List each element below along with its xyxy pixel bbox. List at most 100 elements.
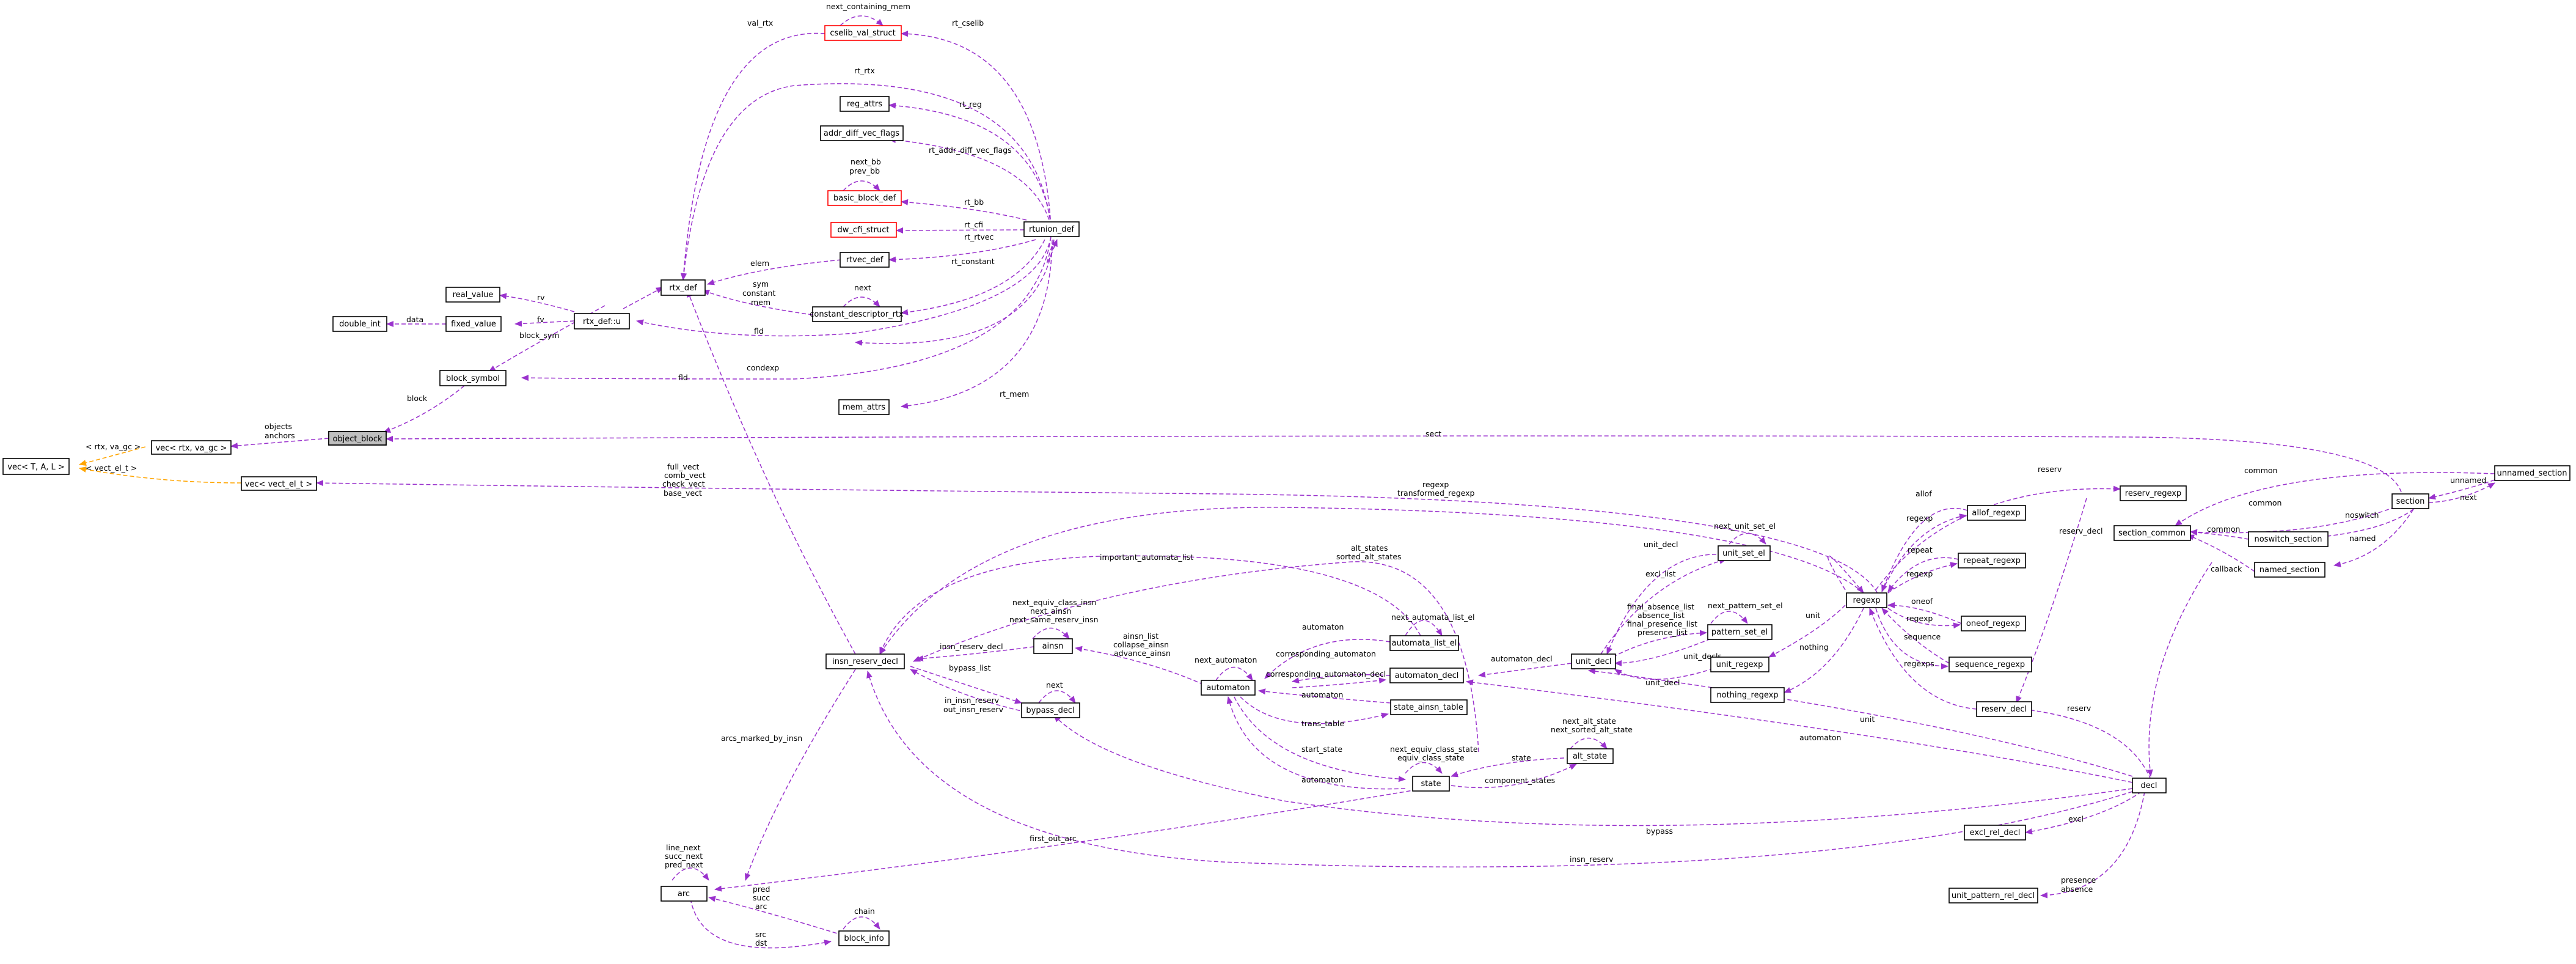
node-arc[interactable]: arc [660,886,708,902]
svg-text:pattern_set_el: pattern_set_el [1711,628,1768,637]
node-cselib-val-struct[interactable]: cselib_val_struct [824,25,902,41]
edge-automaton-list-el [1264,639,1391,679]
node-vec-rtx-va-gc[interactable]: vec< rtx, va_gc > [151,440,232,455]
node-double-int[interactable]: double_int [332,316,387,332]
node-mem-attrs[interactable]: mem_attrs [838,399,890,415]
edge-oneof-regexp [1887,608,1961,629]
edge-label-sect: sect [1425,429,1441,438]
svg-text:insn_reserv_decl: insn_reserv_decl [832,657,898,666]
svg-text:automata_list_el: automata_list_el [1392,639,1457,648]
node-fixed-value[interactable]: fixed_value [445,316,502,332]
node-automata-list-el[interactable]: automata_list_el [1389,635,1459,651]
svg-text:automaton: automaton [1206,683,1250,693]
node-reserv-regexp[interactable]: reserv_regexp [2120,485,2187,501]
edge-label-alt-states: alt_states [1351,543,1388,553]
edge-rtunion-rtx [855,239,1055,346]
edge-label-base-vect: base_vect [664,488,702,498]
edge-label-named: named [2349,534,2376,543]
edge-label-noswitch: noswitch [2345,510,2379,520]
edge-label-rt-addr: rt_addr_diff_vec_flags [929,145,1012,155]
edge-regexp-self [1827,555,1864,594]
node-oneof-regexp[interactable]: oneof_regexp [1961,616,2026,631]
svg-text:decl: decl [2140,781,2157,790]
node-decl[interactable]: decl [2132,778,2167,793]
node-addr-diff-vec-flags[interactable]: addr_diff_vec_flags [820,125,904,141]
node-sequence-regexp[interactable]: sequence_regexp [1948,657,2032,672]
svg-text:allof_regexp: allof_regexp [1972,509,2020,518]
node-automaton[interactable]: automaton [1201,680,1256,696]
edge-label-common-2: common [2249,498,2281,507]
edge-u [623,287,664,309]
node-unit-set-el[interactable]: unit_set_el [1718,545,1771,561]
node-nothing-regexp[interactable]: nothing_regexp [1710,687,1785,703]
edge-label-line-next: line_next [666,843,701,852]
node-basic-block-def[interactable]: basic_block_def [827,190,902,206]
node-rtunion-def[interactable]: rtunion_def [1023,221,1080,237]
edge-start-state [1234,696,1406,782]
node-regexp[interactable]: regexp [1846,592,1887,608]
edge-label-next-pattern-set-el: next_pattern_set_el [1708,601,1783,610]
edge-label-insn-reserv-decl: insn_reserv_decl [940,642,1003,651]
edge-label-fld-1: fld [754,326,764,336]
node-unit-regexp[interactable]: unit_regexp [1710,657,1769,672]
node-section-common[interactable]: section_common [2113,525,2191,541]
edge-label-unit-1: unit [1806,611,1820,620]
edge-component-states [1451,763,1577,789]
node-rtvec-def[interactable]: rtvec_def [840,252,890,268]
edge-label-mem: mem [751,298,770,307]
svg-text:rtunion_def: rtunion_def [1029,225,1074,234]
edge-block-chain [843,916,880,930]
edge-label-next-alt-state: next_alt_state [1562,716,1616,726]
node-ainsn[interactable]: ainsn [1033,638,1073,654]
node-object-block[interactable]: object_block [328,431,387,446]
edge-rt-bb [901,199,1027,221]
svg-text:object_block: object_block [332,435,382,444]
node-constant-descriptor-rtx[interactable]: constant_descriptor_rtx [810,306,904,322]
node-unit-pattern-rel-decl[interactable]: unit_pattern_rel_decl [1948,888,2038,903]
node-bypass-decl[interactable]: bypass_decl [1021,702,1080,718]
svg-text:vec< T, A, L >: vec< T, A, L > [7,463,65,472]
node-excl-rel-decl[interactable]: excl_rel_decl [1964,825,2026,841]
node-vec-t-a-l[interactable]: vec< T, A, L > [2,458,70,475]
node-rtx-def[interactable]: rtx_def [660,279,706,296]
node-repeat-regexp[interactable]: repeat_regexp [1958,553,2026,568]
svg-text:mem_attrs: mem_attrs [843,403,885,412]
edge-label-block-sym: block_sym [519,331,560,340]
node-unnamed-section[interactable]: unnamed_section [2494,465,2571,481]
node-dw-cfi-struct[interactable]: dw_cfi_struct [830,222,897,238]
edge-label-collapse-ainsn: collapse_ainsn [1113,640,1169,649]
node-unit-decl[interactable]: unit_decl [1571,653,1616,669]
node-reserv-decl[interactable]: reserv_decl [1976,701,2032,717]
node-rtx-def-u[interactable]: rtx_def::u [574,313,630,329]
svg-text:section: section [2396,497,2425,506]
edge-label-dst: dst [755,938,767,947]
node-block-symbol[interactable]: block_symbol [439,370,507,386]
edge-label-sym: sym [753,279,769,289]
edge-label-succ: succ [753,893,770,902]
edge-label-chain: chain [854,907,875,916]
node-named-section[interactable]: named_section [2254,562,2325,578]
edge-label-rt-cselib: rt_cselib [952,18,984,28]
node-pattern-set-el[interactable]: pattern_set_el [1707,624,1773,640]
edge-label-unit-decl-2: unit_decl [1645,678,1680,687]
node-block-info[interactable]: block_info [838,930,890,946]
node-reg-attrs[interactable]: reg_attrs [840,96,890,112]
edge-trans-table [1240,696,1389,724]
svg-text:alt_state: alt_state [1573,752,1607,761]
edge-insn-rtx [687,290,856,655]
node-vec-vect-el-t[interactable]: vec< vect_el_t > [241,476,317,491]
node-noswitch-section[interactable]: noswitch_section [2248,531,2329,547]
edge-label-src: src [755,930,766,939]
node-automaton-decl[interactable]: automaton_decl [1389,668,1464,683]
edge-bypass-next [1038,690,1076,704]
node-section[interactable]: section [2391,493,2429,509]
edge-label-corresponding-automaton: corresponding_automaton [1276,649,1376,658]
edge-label-pred-next: pred_next [665,860,703,869]
svg-text:automaton_decl: automaton_decl [1395,671,1459,680]
node-state-ainsn-table[interactable]: state_ainsn_table [1390,699,1468,715]
node-state[interactable]: state [1412,776,1450,792]
node-insn-reserv-decl[interactable]: insn_reserv_decl [825,653,905,669]
node-real-value[interactable]: real_value [445,287,500,303]
node-allof-regexp[interactable]: allof_regexp [1967,505,2026,521]
node-alt-state[interactable]: alt_state [1567,748,1614,764]
